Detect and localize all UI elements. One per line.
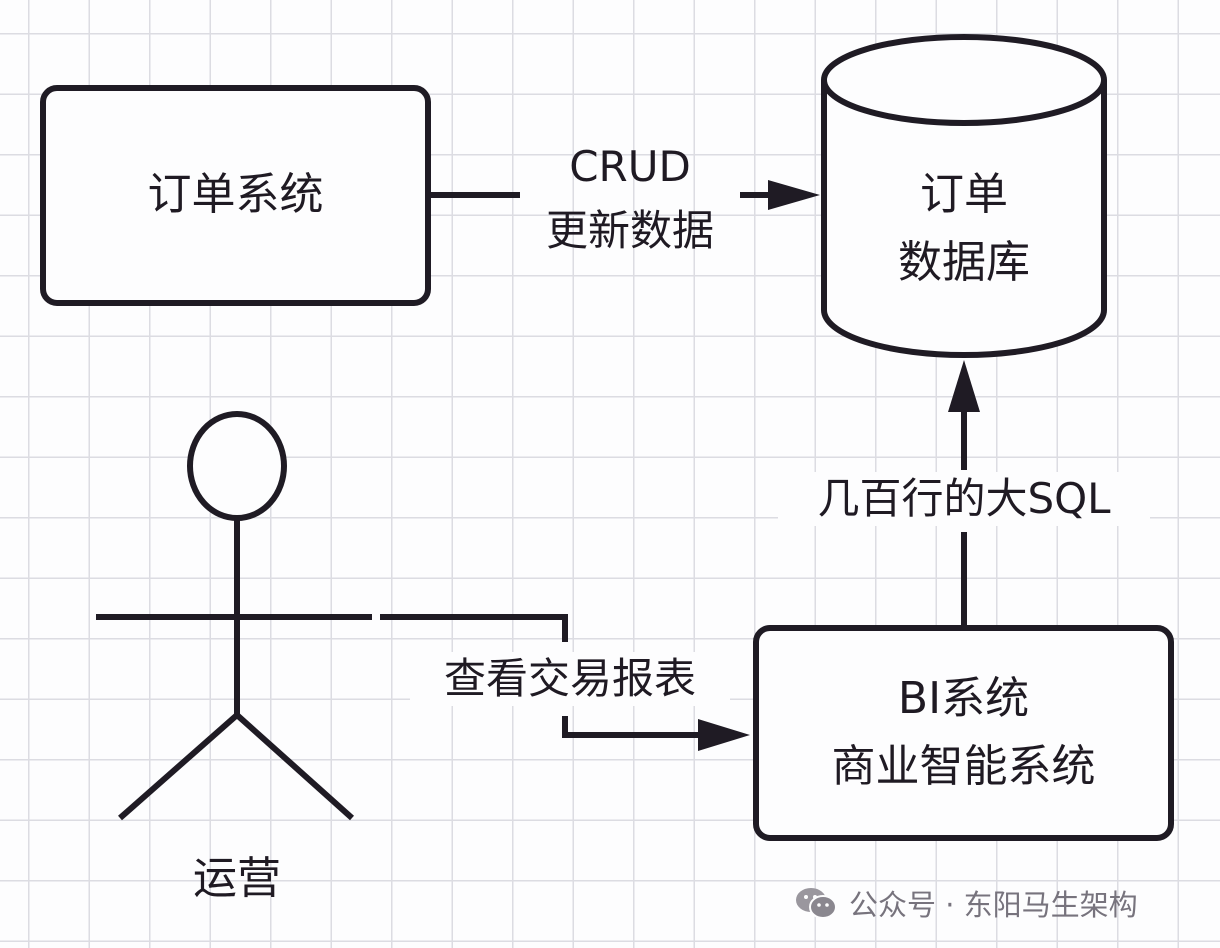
order-db-label-line2: 数据库 [898, 237, 1030, 288]
order-db-label-line1: 订单 [920, 169, 1008, 220]
order-system-label: 订单系统 [147, 169, 324, 220]
crud-edge-label-line2: 更新数据 [545, 206, 714, 255]
big-sql-edge [948, 360, 980, 626]
bi-system-label-line1: BI系统 [897, 673, 1030, 724]
view-report-edge-label: 查看交易报表 [410, 652, 730, 706]
order-system-node[interactable] [40, 85, 431, 306]
arrowhead-icon [698, 719, 750, 751]
bi-system-node[interactable] [753, 625, 1174, 841]
order-db-node[interactable] [821, 34, 1107, 358]
actor-figure-icon [96, 411, 372, 821]
watermark-text: 公众号 · 东阳马生架构 [849, 888, 1138, 922]
arrowhead-icon [768, 180, 820, 210]
watermark: 公众号 · 东阳马生架构 [795, 882, 1138, 924]
arrowhead-icon [948, 360, 980, 412]
bi-system-label-line2: 商业智能系统 [831, 741, 1096, 792]
crud-edge [431, 180, 820, 210]
view-report-edge [380, 614, 750, 751]
actor-label: 运营 [193, 853, 281, 904]
crud-edge-label-line1: CRUD [569, 142, 691, 191]
wechat-icon [796, 888, 837, 919]
big-sql-edge-label: 几百行的大SQL [778, 472, 1150, 526]
